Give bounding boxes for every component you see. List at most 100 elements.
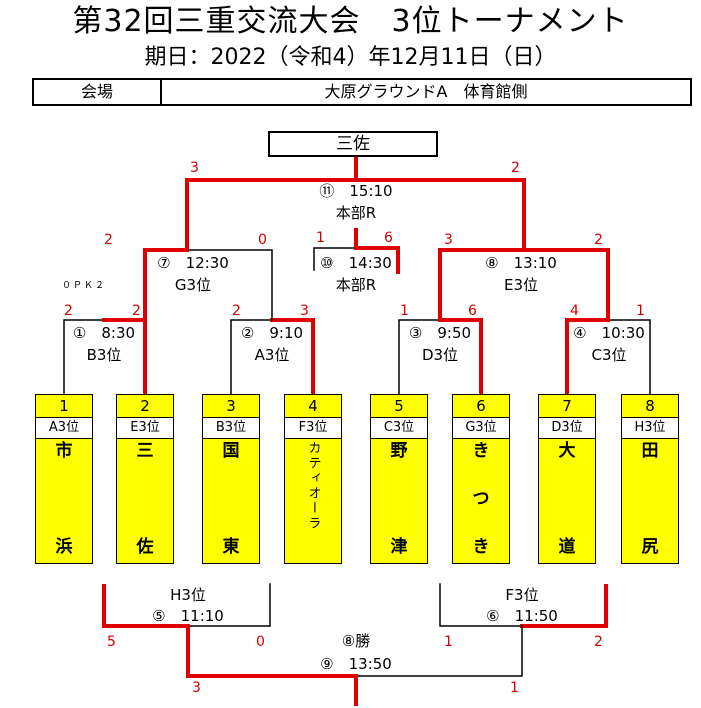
m11-sub: 本部R — [335, 204, 377, 222]
line-m4-left — [565, 318, 610, 396]
team-name-bottom: 道 — [558, 537, 576, 557]
team-box-1: 1 A3位 市 浜 — [35, 394, 93, 564]
line-m6-right — [520, 584, 608, 628]
team-box-8: 8 H3位 田 尻 — [621, 394, 679, 564]
team-name-top: 三 — [136, 441, 154, 461]
m11-score-right: 2 — [511, 160, 520, 176]
team-name: カティオーラ — [285, 441, 341, 557]
team-rank: E3位 — [117, 418, 173, 439]
team-name-bottom: 浜 — [55, 537, 73, 557]
line-m3-right — [438, 318, 483, 396]
line-m2-right — [270, 318, 315, 396]
team-box-6: 6 G3位 き つ き — [452, 394, 510, 564]
m8-label: ⑧ 13:10 — [485, 254, 557, 272]
m10-label: ⑩ 14:30 — [320, 254, 392, 272]
champion-box: 三佐 — [268, 131, 438, 157]
m9-score-left: 3 — [192, 680, 201, 696]
m9-score-right: 1 — [510, 680, 519, 696]
m1-label: ① 8:30 — [72, 324, 136, 342]
team-number: 5 — [371, 395, 427, 418]
team-box-4: 4 F3位 カティオーラ — [284, 394, 342, 564]
team-rank: H3位 — [622, 418, 678, 439]
m5-sub: H3位 — [170, 586, 206, 604]
page-title: 第32回三重交流大会 3位トーナメント — [72, 4, 629, 39]
m8-sub: E3位 — [503, 276, 539, 294]
m11-label: ⑪ 15:10 — [319, 182, 393, 200]
line-m7-right — [186, 249, 273, 321]
venue-label: 会場 — [34, 80, 162, 104]
team-name-middle: つ — [472, 489, 490, 509]
team-number: 8 — [622, 395, 678, 418]
line-m4-right — [607, 319, 651, 395]
team-name-bottom: 津 — [390, 537, 408, 557]
team-box-5: 5 C3位 野 津 — [370, 394, 428, 564]
m9-sub: ⑧勝 — [341, 632, 371, 650]
venue-row: 会場 大原グラウンドA 体育館側 — [32, 78, 692, 106]
line-m10-left — [313, 247, 357, 271]
m4-score-right: 1 — [636, 303, 645, 319]
team-box-3: 3 B3位 国 東 — [202, 394, 260, 564]
m3-score-left: 1 — [400, 303, 409, 319]
m9-label: ⑨ 13:50 — [320, 655, 392, 673]
m5-label: ⑤ 11:10 — [152, 607, 224, 625]
m2-label: ② 9:10 — [240, 324, 304, 342]
team-number: 7 — [539, 395, 595, 418]
team-box-2: 2 E3位 三 佐 — [116, 394, 174, 564]
team-number: 1 — [36, 395, 92, 418]
m7-score-left: 2 — [104, 232, 113, 248]
line-m3-left — [398, 319, 441, 395]
m8-score-right: 2 — [594, 232, 603, 248]
team-name-bottom: 佐 — [136, 537, 154, 557]
m7-label: ⑦ 12:30 — [157, 254, 229, 272]
m2-sub: A3位 — [254, 346, 290, 364]
line-m9-right — [355, 625, 523, 677]
line-m9-left — [186, 624, 358, 678]
m3-label: ③ 9:50 — [408, 324, 472, 342]
team-name: 大 道 — [539, 441, 595, 557]
team-name: き つ き — [453, 441, 509, 557]
line-m7-left — [143, 248, 189, 322]
m10-score-left: 1 — [316, 230, 325, 246]
team-name-vertical: カティオーラ — [305, 441, 321, 531]
m2-score-right: 3 — [300, 303, 309, 319]
line-m6-left — [439, 583, 523, 627]
m4-label: ④ 10:30 — [573, 324, 645, 342]
team-name-bottom: 東 — [222, 537, 240, 557]
m4-score-left: 4 — [570, 303, 579, 319]
venue-value: 大原グラウンドA 体育館側 — [324, 82, 528, 101]
team-name-top: き — [472, 441, 490, 461]
m3-sub: D3位 — [421, 346, 459, 364]
m8-score-left: 3 — [444, 232, 453, 248]
line-m2-left — [230, 319, 273, 395]
team-rank: C3位 — [371, 418, 427, 439]
line-m1-left — [63, 319, 105, 395]
team-number: 2 — [117, 395, 173, 418]
team-name: 野 津 — [371, 441, 427, 557]
team-rank: G3位 — [453, 418, 509, 439]
m1-score-left: 2 — [64, 303, 73, 319]
m1-score-right: 2 — [132, 303, 141, 319]
m5-score-right: 0 — [256, 634, 265, 650]
m6-label: ⑥ 11:50 — [486, 607, 558, 625]
m3-score-right: 6 — [468, 303, 477, 319]
team-rank: A3位 — [36, 418, 92, 439]
m5-score-left: 5 — [107, 634, 116, 650]
team-name: 国 東 — [203, 441, 259, 557]
line-m5-right — [187, 583, 271, 627]
m6-sub: F3位 — [505, 586, 539, 604]
team-name: 三 佐 — [117, 441, 173, 557]
team-name-top: 大 — [558, 441, 576, 461]
line-m11-right — [354, 178, 526, 252]
team-number: 4 — [285, 395, 341, 418]
event-date: 期日：2022（令和4）年12月11日（日） — [144, 45, 557, 70]
team-rank: D3位 — [539, 418, 595, 439]
team-number: 3 — [203, 395, 259, 418]
m4-sub: C3位 — [591, 346, 627, 364]
team-name-top: 市 — [55, 441, 73, 461]
m1-sub: B3位 — [86, 346, 122, 364]
line-m11-left — [185, 178, 358, 252]
team-name-top: 田 — [641, 441, 659, 461]
team-name: 市 浜 — [36, 441, 92, 557]
line-m8-left — [438, 248, 526, 322]
